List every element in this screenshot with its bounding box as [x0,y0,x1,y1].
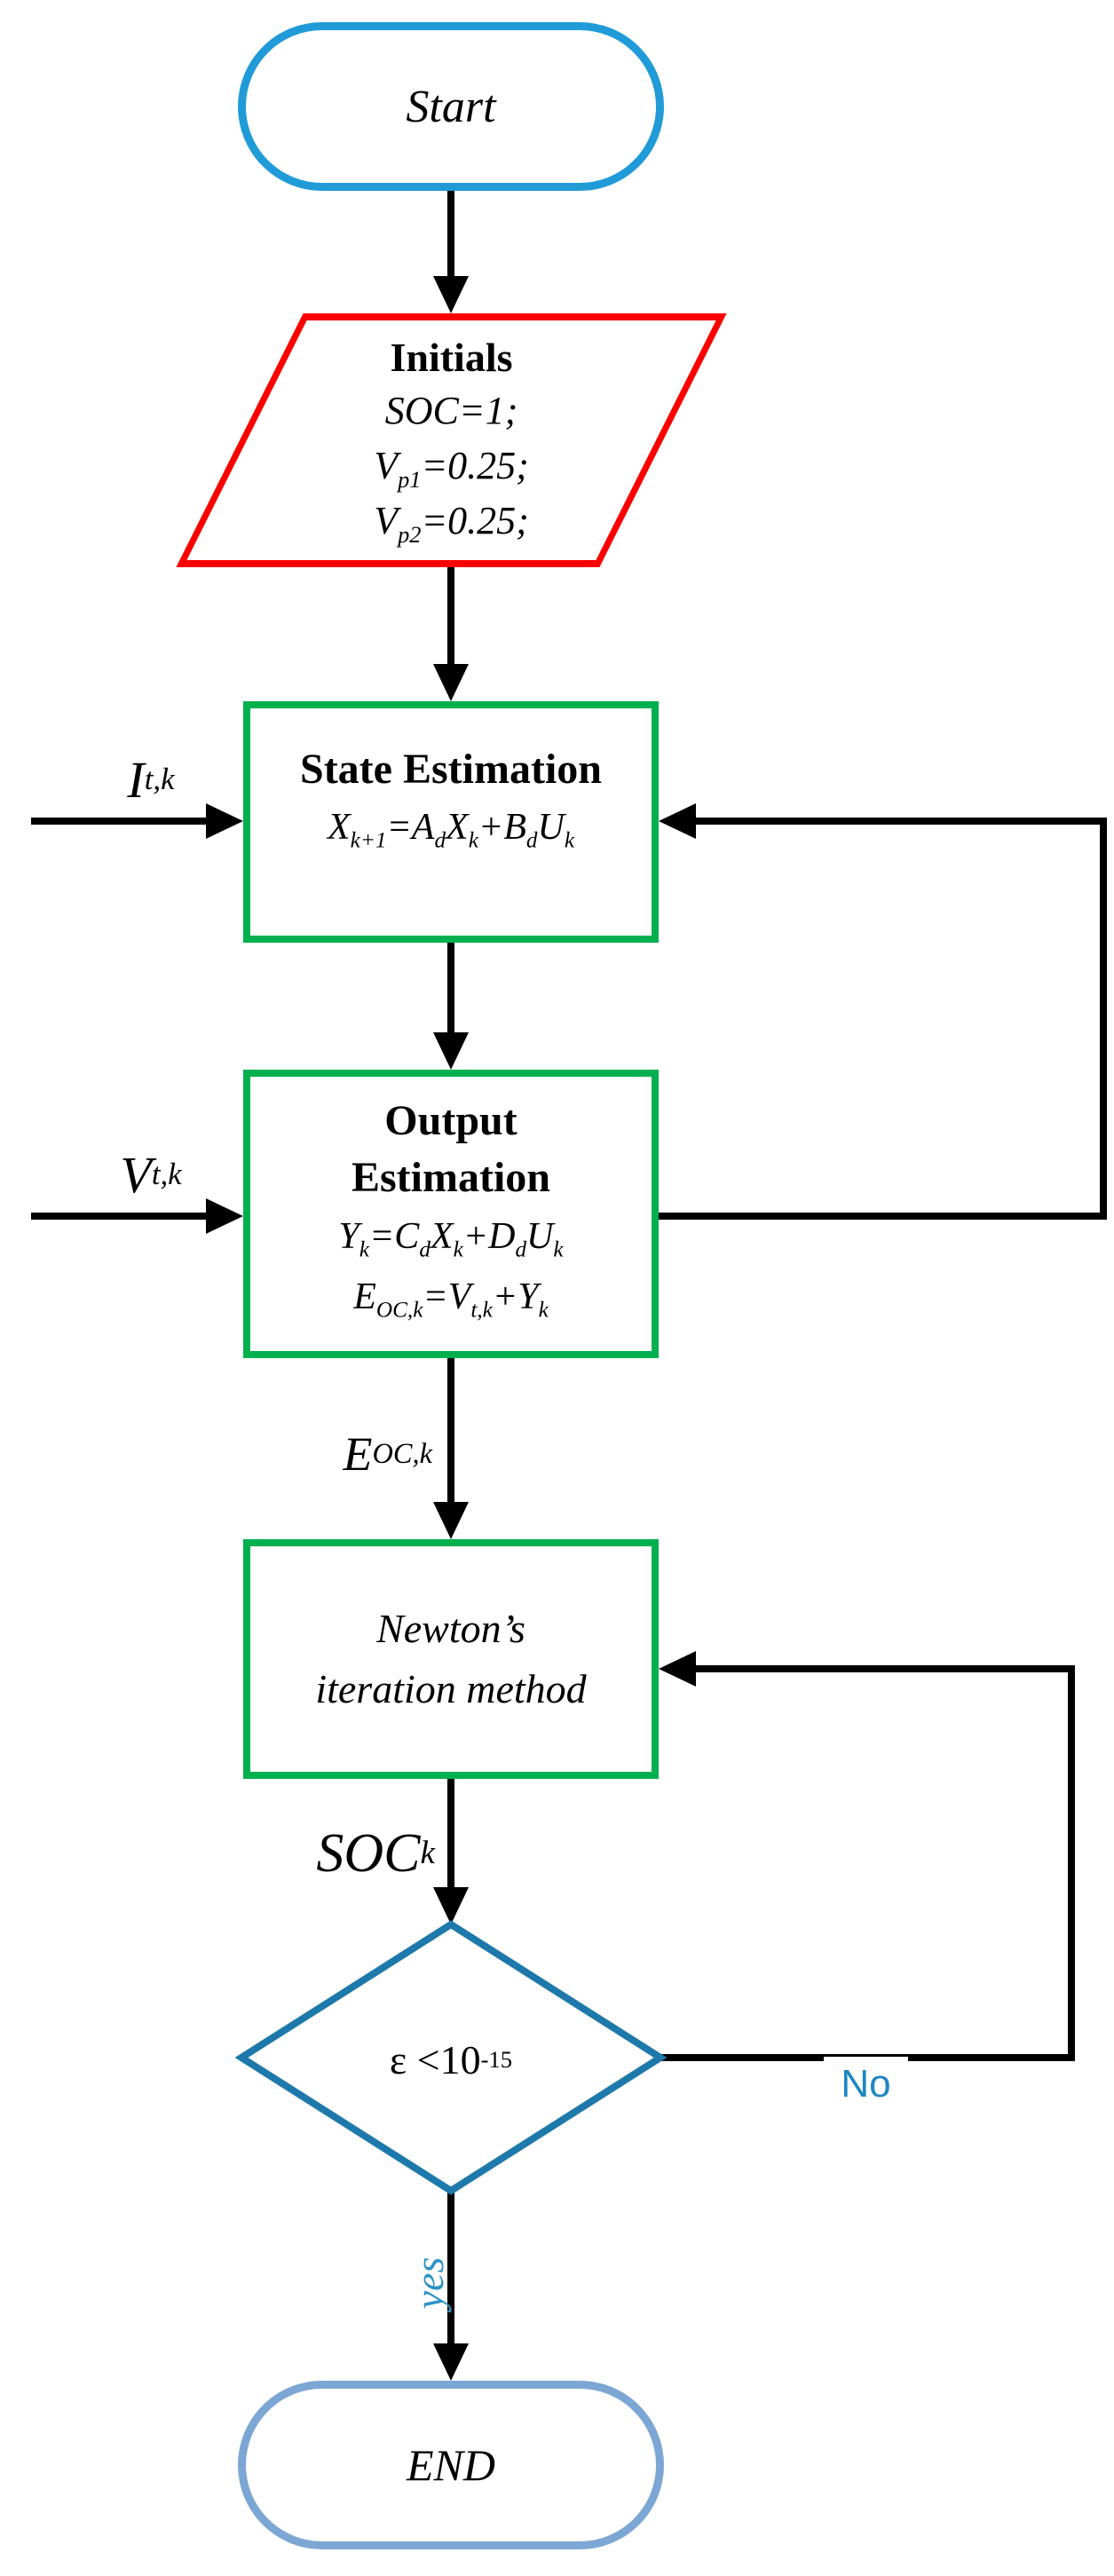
decision-condition: ε <10-15 [389,2036,513,2082]
input-voltage-arrow-line [31,1213,206,1220]
state-estimation-box: State Estimation Xk+1=AdXk+BdUk [243,701,659,943]
feedback-output-top-line [696,818,1107,825]
arrow-start-to-initials-line [447,189,454,276]
feedback-output-vertical-line [1100,818,1107,1220]
arrow-start-to-initials-head [433,276,469,313]
initials-parallelogram: Initials SOC=1; Vp1=0.25; Vp2=0.25; [176,313,727,567]
state-estimation-title: State Estimation [300,746,602,793]
end-node: END [238,2381,664,2549]
output-formula-2: EOC,k=Vt,k+Yk [353,1276,549,1323]
output-title-line1: Output [384,1097,517,1144]
arrow-state-to-output-line [447,941,454,1032]
decision-diamond-shape [234,1920,668,2195]
start-label: Start [406,81,496,132]
feedback-no-top-line [696,1665,1075,1672]
arrow-output-to-newton-head [433,1502,469,1539]
no-branch-label: No [824,2057,908,2112]
newton-line1: Newton’s [376,1606,525,1651]
feedback-output-bottom-line [659,1213,1107,1220]
input-current-arrow-line [31,818,206,825]
arrow-newton-to-decision-head [433,1887,469,1924]
initials-line-soc: SOC=1; [384,389,518,432]
state-estimation-formula: Xk+1=AdXk+BdUk [328,807,574,853]
initials-line-vp1: Vp1=0.25; [374,444,529,493]
initials-line-vp2: Vp2=0.25; [374,499,529,548]
initials-title: Initials [390,335,513,380]
feedback-no-arrow-head [659,1651,696,1687]
start-node: Start [238,22,664,191]
newton-line2: iteration method [315,1666,587,1711]
arrow-decision-to-end-head [433,2343,469,2381]
decision-diamond [234,1920,668,2195]
newton-iteration-box: Newton’s iteration method [243,1539,659,1779]
arrow-decision-to-end-line [447,2189,454,2343]
output-title-line2: Estimation [351,1154,550,1201]
feedback-output-arrow-head [659,803,696,839]
arrow-initials-to-state-head [433,664,469,701]
input-current-arrow-head [206,803,243,839]
arrow-output-to-newton-line [447,1356,454,1502]
feedback-no-vertical-line [1068,1665,1075,2061]
initials-content: Initials SOC=1; Vp1=0.25; Vp2=0.25; [240,313,663,567]
end-label: END [407,2440,495,2490]
yes-branch-label: yes [406,2256,452,2310]
output-formula-1: Yk=CdXk+DdUk [338,1216,564,1262]
output-estimation-box: Output Estimation Yk=CdXk+DdUk EOC,k=Vt,… [243,1070,659,1358]
arrow-newton-to-decision-line [447,1777,454,1887]
input-voltage-arrow-head [206,1198,243,1234]
arrow-initials-to-state-line [447,566,454,664]
arrow-state-to-output-head [433,1032,469,1070]
